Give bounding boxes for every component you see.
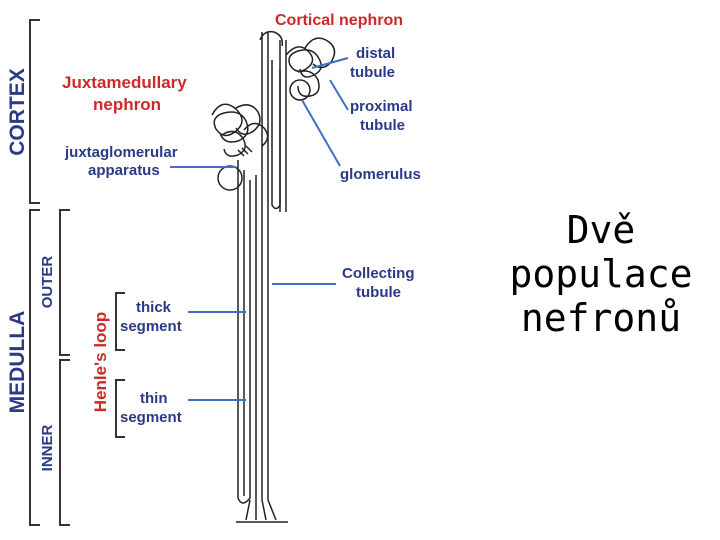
proximal-tubule-label-2: tubule <box>360 117 405 134</box>
nephron-structure <box>211 30 336 523</box>
cortical-glomerulus <box>289 79 311 101</box>
glomerulus-pointer <box>301 99 341 167</box>
medulla-bracket <box>29 209 40 526</box>
title-line-1: Dvě <box>566 208 636 252</box>
thick-segment-label-2: segment <box>120 318 182 335</box>
juxtamedullary-loop <box>237 160 251 504</box>
henles-loop-label: Henle's loop <box>91 312 110 412</box>
proximal-tubule-label-1: proximal <box>350 98 413 115</box>
slide-title: Dvě populace nefronů <box>488 208 714 340</box>
collecting-tubule-label-2: tubule <box>356 284 401 301</box>
medulla-label: MEDULLA <box>6 311 29 414</box>
pointer-lines <box>170 57 349 401</box>
thin-segment-label-1: thin <box>140 390 168 407</box>
inner-bracket <box>59 359 70 526</box>
collecting-tubule-label-1: Collecting <box>342 265 415 282</box>
juxtaglomerular-label-1: juxtaglomerular <box>64 144 178 161</box>
distal-tubule-label-2: tubule <box>350 64 395 81</box>
outer-label: OUTER <box>39 256 56 309</box>
thin-segment-label-2: segment <box>120 409 182 426</box>
title-line-2: populace <box>509 252 693 296</box>
distal-pointer <box>311 57 349 69</box>
henle-thick-bracket <box>115 292 125 351</box>
inner-label: INNER <box>39 424 56 471</box>
thick-segment-label-1: thick <box>136 299 172 316</box>
juxtamedullary-label-1: Juxtamedullary <box>62 73 187 92</box>
cortex-bracket <box>29 19 40 204</box>
cortex-label: CORTEX <box>6 68 29 156</box>
glomerulus-label: glomerulus <box>340 166 421 183</box>
henle-thin-bracket <box>115 379 125 438</box>
cortical-loop <box>271 60 281 210</box>
juxtamedullary-convolutions <box>211 103 261 143</box>
proximal-pointer <box>329 79 349 111</box>
title-line-3: nefronů <box>520 296 682 340</box>
juxtaglomerular-label-2: apparatus <box>88 162 160 179</box>
cortical-convolutions <box>285 46 322 98</box>
outer-bracket <box>59 209 70 356</box>
cortical-nephron-label: Cortical nephron <box>275 12 403 29</box>
distal-tubule-label-1: distal <box>356 45 395 62</box>
zone-brackets <box>29 19 125 526</box>
juxtamedullary-label-2: nephron <box>93 95 161 114</box>
